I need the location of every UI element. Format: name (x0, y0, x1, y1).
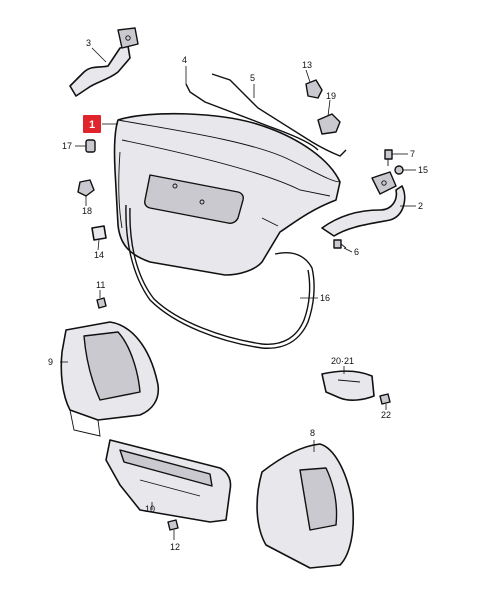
weatherstrip (125, 204, 315, 349)
label-14: 14 (94, 250, 104, 260)
leader-lines (60, 47, 416, 540)
hinge-left (69, 27, 139, 97)
label-9: 9 (48, 357, 53, 367)
label-22: 22 (381, 410, 391, 420)
latch-19 (317, 113, 341, 135)
bracket-20-21 (321, 370, 375, 401)
label-18: 18 (82, 206, 92, 216)
label-17: 17 (62, 141, 72, 151)
part-labels: 3 4 5 13 19 17 18 14 11 9 7 15 2 6 16 20… (48, 38, 428, 552)
label-4: 4 (182, 55, 187, 65)
label-8: 8 (310, 428, 315, 438)
side-trim-right (256, 443, 355, 569)
label-10: 10 (145, 504, 155, 514)
label-6: 6 (354, 247, 359, 257)
label-3: 3 (86, 38, 91, 48)
bolt-6 (333, 239, 347, 249)
torsion-rod (185, 73, 347, 157)
hinge-right (321, 171, 406, 237)
side-trim-left (60, 321, 160, 437)
bumper-13 (305, 79, 323, 99)
clip-11 (96, 297, 107, 309)
clip-12 (167, 519, 179, 531)
nut-15 (394, 165, 404, 175)
plug-14 (91, 225, 107, 241)
label-13: 13 (302, 60, 312, 70)
trunk-lid (113, 112, 341, 276)
clip-22 (379, 393, 391, 405)
end-trim (105, 439, 232, 523)
label-16: 16 (320, 293, 330, 303)
label-12: 12 (170, 542, 180, 552)
label-11: 11 (96, 280, 105, 290)
label-15: 15 (418, 165, 428, 175)
label-19: 19 (326, 91, 336, 101)
label-20-21: 20·21 (331, 356, 354, 366)
callout-part-1[interactable]: 1 (83, 115, 101, 133)
clip-18 (77, 179, 95, 197)
callout-label: 1 (89, 119, 95, 131)
bumper-17 (85, 139, 96, 153)
bolt-7 (384, 149, 393, 166)
label-2: 2 (418, 201, 423, 211)
label-5: 5 (250, 73, 255, 83)
label-7: 7 (410, 149, 415, 159)
